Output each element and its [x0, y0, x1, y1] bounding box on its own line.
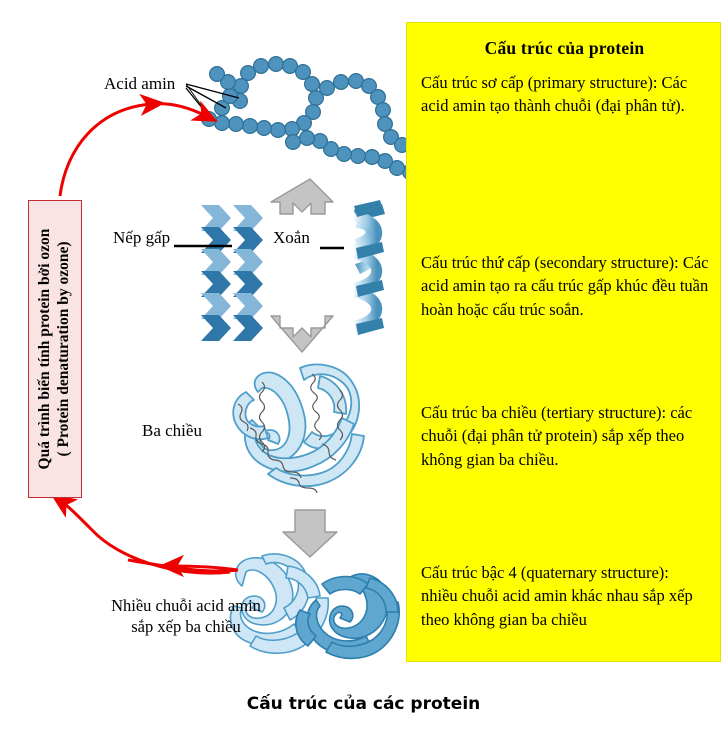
label-quaternary: Nhiều chuỗi acid amin sắp xếp ba chiều — [111, 596, 261, 637]
beta-sheet-icon — [174, 205, 263, 341]
label-tertiary: Ba chiều — [142, 421, 202, 440]
label-beta-sheet: Nếp gấp — [113, 228, 171, 247]
label-acid-amin: Acid amin — [104, 74, 176, 93]
quaternary-structure-icon — [229, 553, 400, 660]
info-panel: Cấu trúc của protein Cấu trúc sơ cấp (pr… — [406, 22, 721, 662]
paragraph-primary-structure: Cấu trúc sơ cấp (primary structure): Các… — [421, 73, 688, 116]
alpha-helix-icon — [320, 200, 385, 335]
paragraph-secondary-structure: Cấu trúc thứ cấp (secondary structure): … — [421, 253, 709, 319]
red-denaturation-arrows — [51, 93, 239, 578]
tertiary-structure-icon — [232, 363, 365, 494]
denaturation-callout-box: Quá trình biến tính protein bởi ozon ( P… — [28, 200, 82, 498]
split-arrow-up-icon — [270, 178, 334, 215]
merge-arrow-down-icon — [270, 315, 334, 353]
figure-caption: Cấu trúc của các protein — [246, 694, 481, 714]
paragraph-tertiary-structure: Cấu trúc ba chiều (tertiary structure): … — [421, 403, 693, 469]
down-arrow-icon — [282, 509, 338, 558]
denaturation-line-2: ( Protein denaturation by ozone) — [55, 241, 72, 457]
denaturation-line-1: Quá trình biến tính protein bởi ozon — [36, 228, 54, 470]
paragraph-quaternary-structure: Cấu trúc bậc 4 (quaternary structure): n… — [421, 563, 693, 629]
denaturation-callout-text: Quá trình biến tính protein bởi ozon ( P… — [30, 203, 80, 495]
label-alpha-helix: Xoắn — [273, 228, 310, 247]
panel-title: Cấu trúc của protein — [484, 38, 645, 58]
